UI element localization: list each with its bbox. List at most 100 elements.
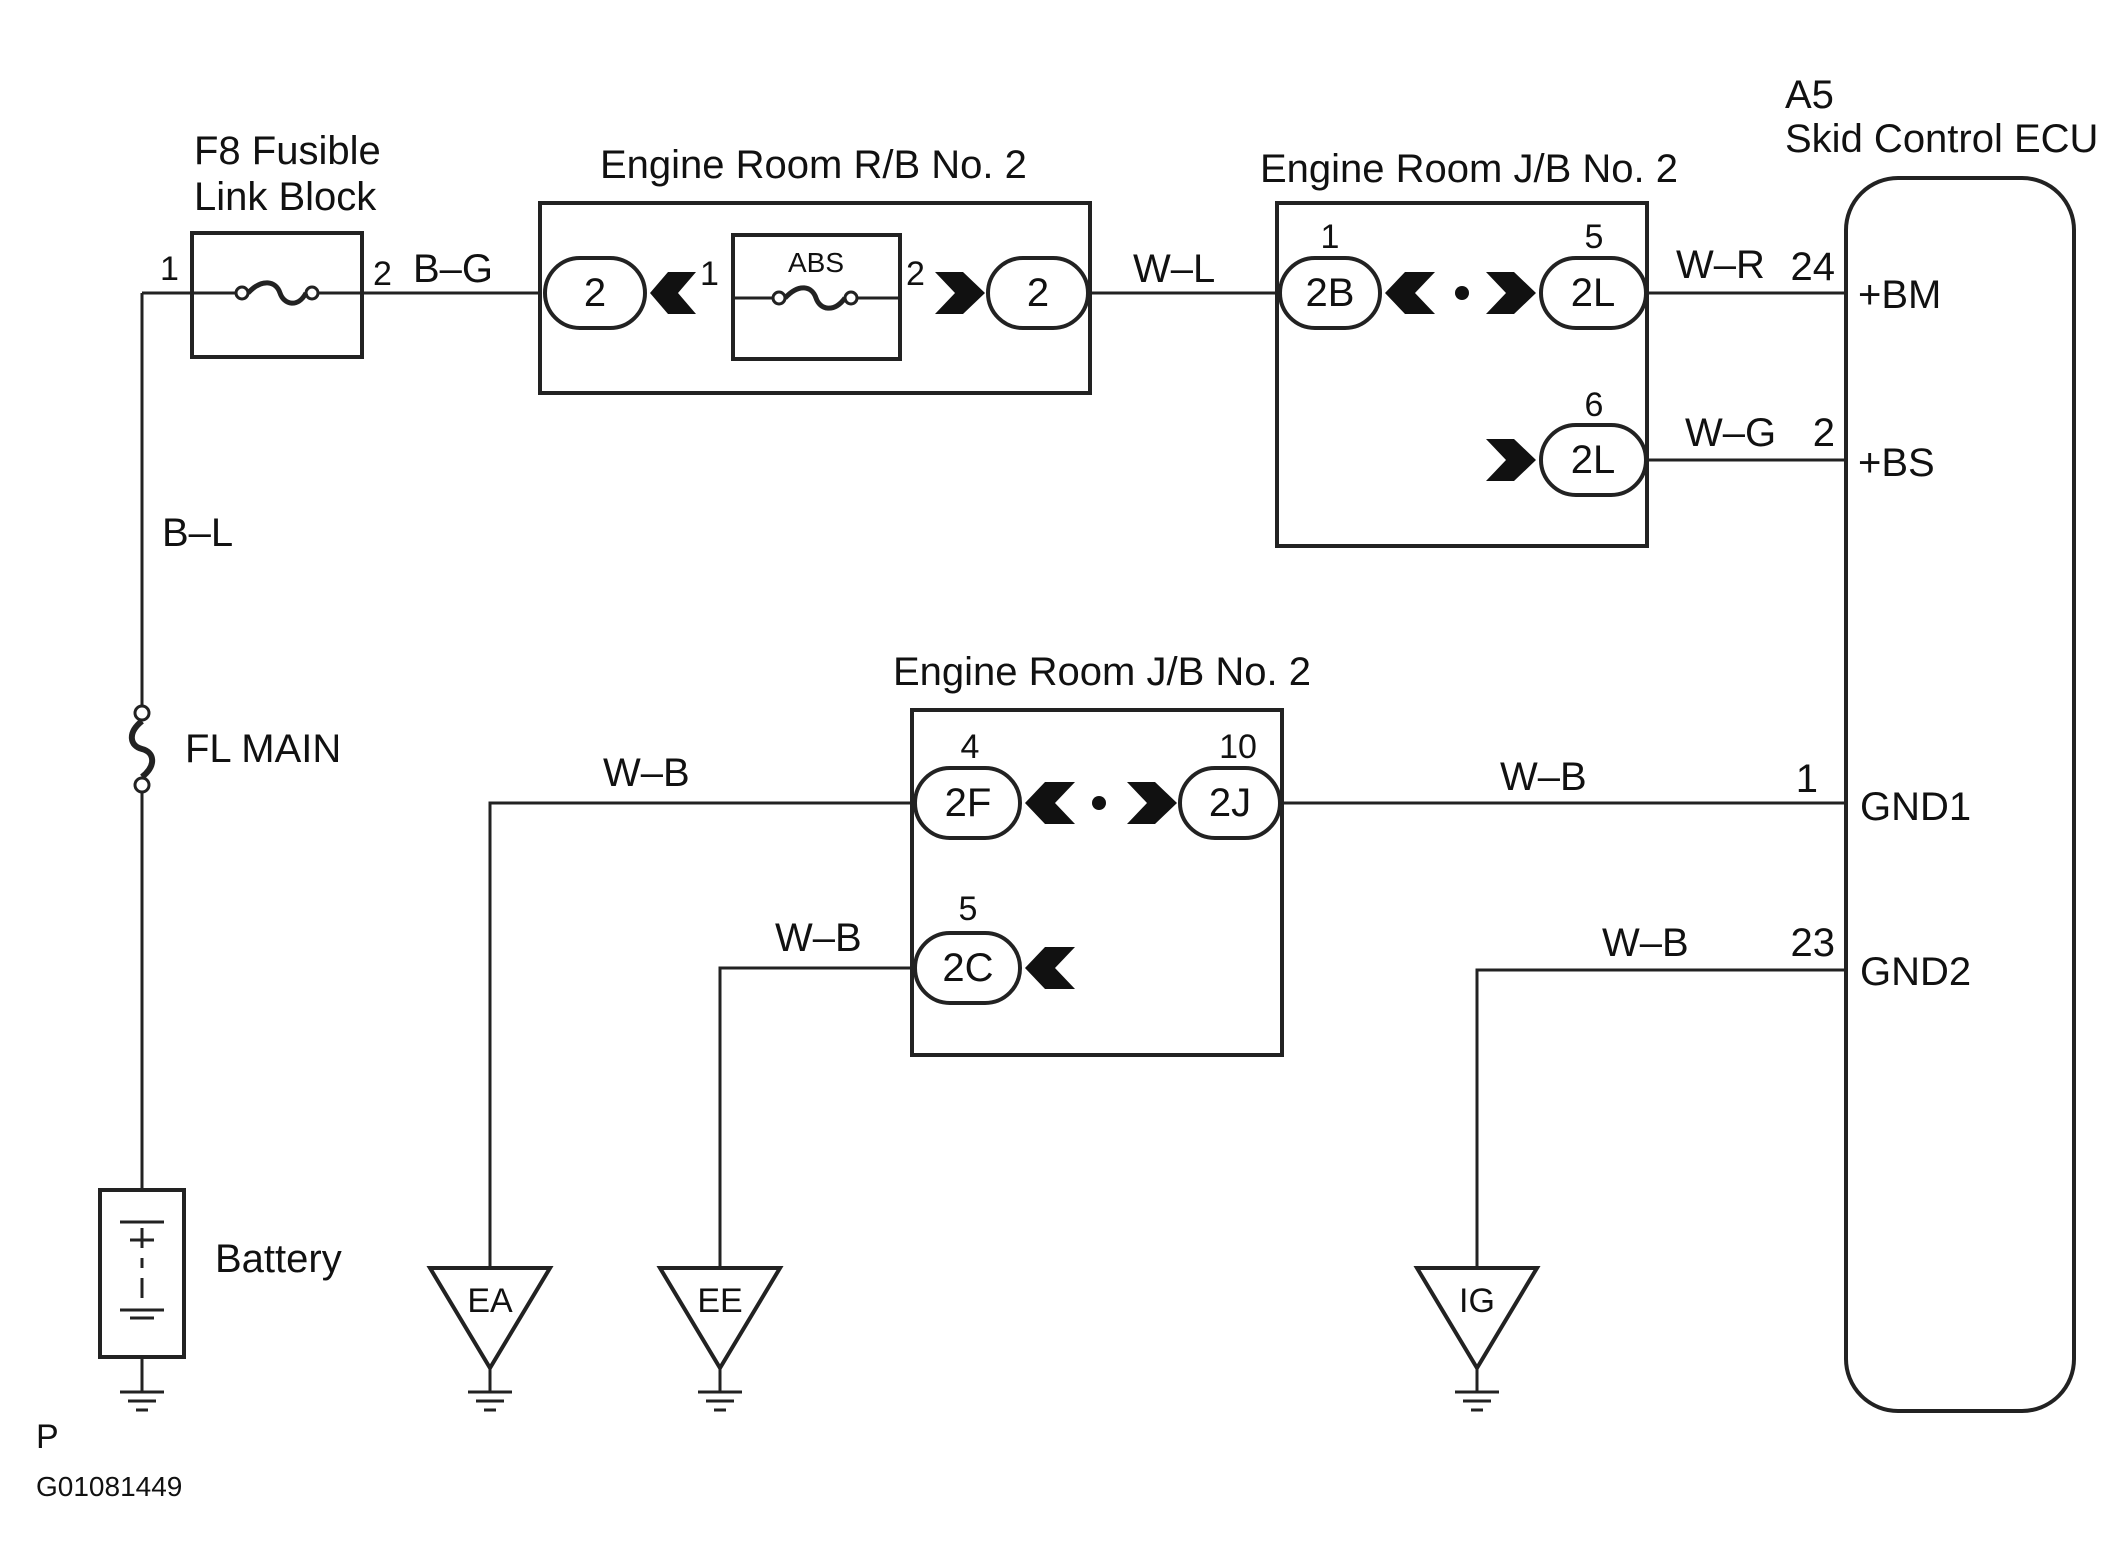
connector-pill <box>913 766 1022 840</box>
wire-label-w-r: W–R <box>1676 243 1765 287</box>
jb-upper-pin-out-2: 6 <box>1585 386 1604 424</box>
connector-pill <box>986 256 1090 330</box>
ground-point-icon <box>1413 1266 1541 1372</box>
fuse-terminal-icon <box>304 285 320 301</box>
wire-label-b-l: B–L <box>162 511 233 555</box>
connector-arrow-icon <box>1385 272 1435 314</box>
battery: Battery <box>98 1188 342 1412</box>
battery-label: Battery <box>215 1237 342 1281</box>
fusible-link-box <box>190 231 364 359</box>
jb-upper-conn-out-2: 2L <box>1571 438 1616 482</box>
jb-upper-conn-out-1: 2L <box>1571 271 1616 315</box>
relay-block: Engine Room R/B No. 2 2 1 ABS 2 2 <box>538 143 1092 395</box>
fuse-terminal-icon <box>234 285 250 301</box>
junction-block-upper-title: Engine Room J/B No. 2 <box>1260 147 1678 191</box>
wire-label-w-b-ea: W–B <box>603 751 690 795</box>
ground-ig: IG <box>1413 1266 1541 1412</box>
wire-label-b-g: B–G <box>413 247 493 291</box>
wire-w-b-ee <box>718 966 912 1268</box>
ground-label-ee: EE <box>697 1282 742 1320</box>
connector-pill <box>913 931 1022 1005</box>
jb-lower-conn-b: 2J <box>1209 781 1251 825</box>
jb-lower-pin-b: 10 <box>1219 728 1257 766</box>
ecu-box <box>1844 176 2076 1413</box>
connector-arrow-icon <box>1486 272 1536 314</box>
jb-upper-conn-in: 2B <box>1306 271 1355 315</box>
fusible-link-block: F8 Fusible Link Block 1 2 B–G <box>160 129 493 359</box>
wire-w-b-ea <box>488 801 912 1268</box>
ground-symbol-icon <box>1455 1368 1499 1412</box>
page-mark: P <box>36 1418 59 1456</box>
connector-pill <box>1539 256 1648 330</box>
battery-box <box>98 1188 186 1359</box>
ground-point-icon <box>426 1266 554 1372</box>
ecu-pin-bs: 2 <box>1813 411 1835 455</box>
ground-label-ea: EA <box>467 1282 513 1320</box>
relay-pin-left: 1 <box>700 255 719 293</box>
connector-pill <box>1539 423 1648 497</box>
relay-pin-right: 2 <box>906 255 925 293</box>
ecu-pin-gnd2: 23 <box>1791 921 1836 965</box>
fusible-link-ref: F8 Fusible <box>194 129 381 173</box>
wire-label-w-b-ee: W–B <box>775 916 862 960</box>
splice-point-icon <box>1092 796 1106 810</box>
fuse-terminal-icon <box>771 290 787 306</box>
fusible-link-name: Link Block <box>194 175 377 219</box>
fl-main-fuse-icon <box>128 718 156 780</box>
ecu-pin-bm: 24 <box>1791 245 1836 289</box>
jb-lower-pin-a: 4 <box>961 728 980 766</box>
connector-pill <box>1178 766 1282 840</box>
fusible-link-icon <box>246 280 309 306</box>
relay-conn-right: 2 <box>1027 271 1049 315</box>
ecu: A5 Skid Control ECU 24 +BM 2 +BS 1 GND1 … <box>1785 73 2098 1413</box>
jb-lower-conn-c: 2C <box>942 946 993 990</box>
ground-symbol-icon <box>468 1368 512 1412</box>
junction-block-lower-title: Engine Room J/B No. 2 <box>893 650 1311 694</box>
fl-main-label: FL MAIN <box>185 727 341 771</box>
ecu-terminal-bm: +BM <box>1858 273 1941 317</box>
wire-label-w-l: W–L <box>1133 247 1215 291</box>
connector-arrow-icon <box>1025 782 1075 824</box>
jb-upper-pin-out-1: 5 <box>1585 218 1604 256</box>
wire-label-w-g: W–G <box>1685 411 1776 455</box>
relay-block-title: Engine Room R/B No. 2 <box>600 143 1027 187</box>
wire-w-b-gnd2 <box>1475 968 1846 1268</box>
splice-point-icon <box>1455 286 1469 300</box>
wire-label-w-b-gnd2: W–B <box>1602 921 1689 965</box>
ecu-pin-gnd1: 1 <box>1796 757 1818 801</box>
ground-ea: EA <box>426 1266 554 1412</box>
fuse-terminal-icon <box>843 290 859 306</box>
fl-main-fuse: FL MAIN <box>128 704 341 794</box>
ground-symbol-icon <box>120 1390 164 1412</box>
connector-pill <box>543 256 647 330</box>
ecu-terminal-gnd1: GND1 <box>1860 785 1971 829</box>
ecu-terminal-bs: +BS <box>1858 441 1935 485</box>
battery-cell-icon <box>130 1238 154 1320</box>
jb-upper-pin-in: 1 <box>1321 218 1340 256</box>
figure-id: G01081449 <box>36 1471 182 1502</box>
connector-arrow-icon <box>935 272 985 314</box>
wire-label-w-b-gnd1: W–B <box>1500 755 1587 799</box>
fuse-icon <box>783 285 848 311</box>
connector-arrow-icon <box>1025 947 1075 989</box>
fuse-terminal-icon <box>133 776 151 794</box>
ground-symbol-icon <box>698 1368 742 1412</box>
ecu-name: Skid Control ECU <box>1785 117 2098 161</box>
jb-lower-conn-a: 2F <box>945 781 992 825</box>
connector-pill <box>1278 256 1382 330</box>
connector-arrow-icon <box>1486 439 1536 481</box>
fuse-terminal-icon <box>133 704 151 722</box>
ecu-terminal-gnd2: GND2 <box>1860 950 1971 994</box>
relay-conn-left: 2 <box>584 271 606 315</box>
ground-label-ig: IG <box>1459 1282 1495 1320</box>
ecu-ref: A5 <box>1785 73 1834 117</box>
jb-lower-pin-c: 5 <box>959 890 978 928</box>
junction-block-upper: Engine Room J/B No. 2 1 2B 5 2L 6 2L <box>1260 147 1678 548</box>
ground-point-icon <box>656 1266 784 1372</box>
connector-arrow-icon <box>1127 782 1177 824</box>
fusible-link-pin-in: 1 <box>160 250 179 288</box>
ground-ee: EE <box>656 1266 784 1412</box>
connector-arrow-icon <box>650 272 696 314</box>
junction-block-lower: Engine Room J/B No. 2 4 2F 10 2J 5 2C <box>893 650 1311 1057</box>
battery-cell-icon <box>120 1220 164 1312</box>
